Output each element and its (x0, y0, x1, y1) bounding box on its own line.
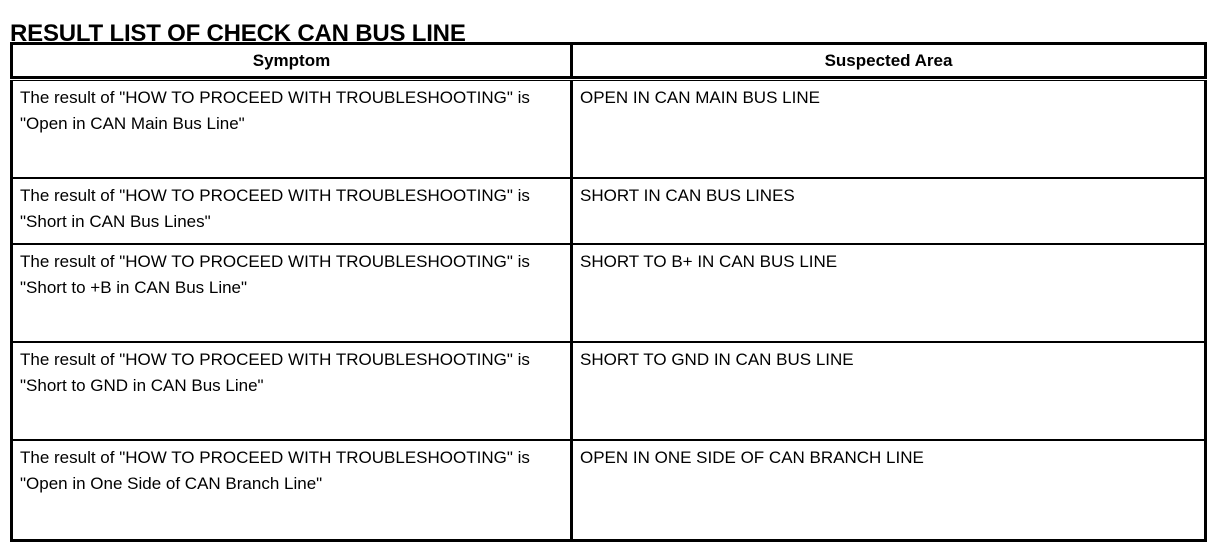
cell-suspected-area: SHORT TO GND IN CAN BUS LINE (571, 341, 1206, 440)
table-row: The result of "HOW TO PROCEED WITH TROUB… (11, 79, 1206, 178)
table-row: The result of "HOW TO PROCEED WITH TROUB… (11, 341, 1206, 440)
table-row: The result of "HOW TO PROCEED WITH TROUB… (11, 439, 1206, 541)
cell-suspected-area: OPEN IN ONE SIDE OF CAN BRANCH LINE (571, 439, 1206, 541)
column-header-symptom: Symptom (11, 43, 573, 81)
cell-symptom: The result of "HOW TO PROCEED WITH TROUB… (11, 243, 573, 342)
table-header-row: Symptom Suspected Area (11, 43, 1206, 81)
cell-symptom: The result of "HOW TO PROCEED WITH TROUB… (11, 439, 573, 541)
column-header-suspected-area: Suspected Area (571, 43, 1206, 81)
result-list-table: Symptom Suspected Area The result of "HO… (10, 42, 1207, 542)
cell-suspected-area: SHORT IN CAN BUS LINES (571, 177, 1206, 244)
table-body: The result of "HOW TO PROCEED WITH TROUB… (11, 79, 1206, 541)
table-header: Symptom Suspected Area (11, 43, 1206, 81)
table-row: The result of "HOW TO PROCEED WITH TROUB… (11, 177, 1206, 244)
cell-symptom: The result of "HOW TO PROCEED WITH TROUB… (11, 79, 573, 178)
table-row: The result of "HOW TO PROCEED WITH TROUB… (11, 243, 1206, 342)
cell-suspected-area: SHORT TO B+ IN CAN BUS LINE (571, 243, 1206, 342)
cell-symptom: The result of "HOW TO PROCEED WITH TROUB… (11, 177, 573, 244)
cell-symptom: The result of "HOW TO PROCEED WITH TROUB… (11, 341, 573, 440)
cell-suspected-area: OPEN IN CAN MAIN BUS LINE (571, 79, 1206, 178)
